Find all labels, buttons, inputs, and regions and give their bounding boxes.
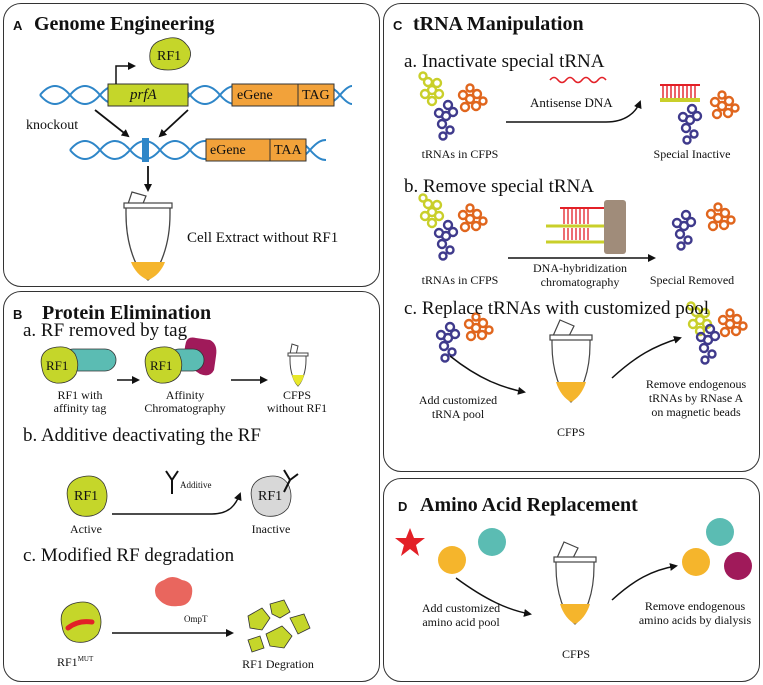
- rf1-tag-label-2: affinity tag: [53, 401, 107, 415]
- cfps-label-d: CFPS: [561, 647, 591, 661]
- aa-circle-yellow-2: [682, 548, 710, 576]
- prfa-label: prfA: [130, 87, 157, 103]
- rf1-degration-label: RF1 Degration: [242, 657, 314, 671]
- trna-group-ca: [418, 71, 488, 141]
- trnas-cfps-label-a: tRNAs in CFPS: [421, 147, 499, 161]
- ompt-label: OmpT: [184, 614, 208, 624]
- rf1-label-inactive: RF1: [258, 489, 283, 504]
- prfa-gene-box: [107, 83, 189, 107]
- rf1-label-active: RF1: [74, 489, 99, 504]
- taa-box: [269, 138, 307, 162]
- knockout-label: knockout: [26, 118, 79, 133]
- b-a-title: a. RF removed by tag: [23, 320, 188, 341]
- egene-label-bottom: eGene: [210, 143, 246, 158]
- antisense-dna-wave: [549, 76, 607, 84]
- tube-c: [549, 319, 593, 403]
- arrow-cc-in: [449, 355, 526, 395]
- arrow-d-in: [455, 577, 532, 617]
- arrow-ca: [506, 100, 642, 123]
- hybrid-label-1: DNA-hybridization: [533, 261, 627, 275]
- taa-label: TAA: [274, 143, 302, 158]
- rf1-fragments: [247, 599, 311, 653]
- inactive-label: Inactive: [251, 522, 291, 536]
- hybrid-label-2: chromatography: [540, 275, 620, 289]
- affinity-complex: [144, 337, 217, 384]
- ompt-enzyme: [155, 577, 193, 607]
- panel-title-b: Protein Elimination: [42, 302, 212, 324]
- add-aa-label-2: amino acid pool: [422, 615, 500, 629]
- aa-circle-teal-2: [706, 518, 734, 546]
- trna-removed-cb: [671, 202, 736, 251]
- rf1-label-a: RF1: [157, 49, 182, 64]
- antisense-label: Antisense DNA: [530, 95, 613, 110]
- c-b-title: b. Remove special tRNA: [404, 176, 594, 197]
- panel-title-a: Genome Engineering: [34, 13, 215, 35]
- arrow-cc-out: [611, 335, 682, 379]
- cfps-label-c: CFPS: [556, 425, 586, 439]
- rf1-label-b1: RF1: [46, 358, 69, 373]
- tube-a: [123, 191, 173, 281]
- panel-letter-b: B: [13, 307, 23, 322]
- b-b-title: b. Additive deactivating the RF: [23, 425, 261, 446]
- egene-label-top: eGene: [237, 88, 273, 103]
- rf1-protein-a: [149, 37, 191, 71]
- remove-trna-label-2: tRNAs by RNase A: [648, 391, 744, 405]
- panel-letter-d: D: [398, 499, 408, 514]
- knockout-scar: [142, 138, 149, 162]
- cfps-label-b2: without RF1: [266, 401, 328, 415]
- rf1-mut: [60, 601, 102, 643]
- affinity-label-1: Affinity: [165, 388, 205, 402]
- additive-label: Additive: [180, 480, 212, 490]
- trnas-cfps-label-b: tRNAs in CFPS: [421, 273, 499, 287]
- panel-title-c: tRNA Manipulation: [413, 13, 584, 35]
- remove-trna-label-1: Remove endogenous: [645, 377, 747, 391]
- hybridization-column-icon: [546, 200, 626, 254]
- aa-circle-teal: [478, 528, 506, 556]
- arrow-egene-down: [158, 109, 189, 138]
- aa-circle-magenta: [724, 552, 752, 580]
- rf1-with-tag: [40, 346, 117, 384]
- remove-trna-label-3: on magnetic beads: [651, 405, 741, 419]
- remove-aa-label-2: amino acids by dialysis: [638, 613, 752, 627]
- rf1-label-b2: RF1: [150, 358, 173, 373]
- add-trna-label-2: tRNA pool: [431, 407, 485, 421]
- rf1-active: [66, 475, 108, 517]
- arrow-b-b: [112, 492, 242, 515]
- arrow-knockout: [94, 109, 130, 138]
- panel-title-d: Amino Acid Replacement: [420, 494, 638, 516]
- affinity-label-2: Chromatography: [144, 401, 226, 415]
- tag-label: TAG: [302, 88, 330, 103]
- add-aa-label-1: Add customized: [421, 601, 501, 615]
- special-removed-label: Special Removed: [649, 273, 735, 287]
- promoter-arrow: [115, 62, 136, 84]
- rf1-inactive: [250, 469, 299, 517]
- cell-extract-label: Cell Extract without RF1: [187, 230, 339, 246]
- rf1-mut-label: RF1MUT: [57, 655, 94, 669]
- aa-circle-yellow: [438, 546, 466, 574]
- add-trna-label-1: Add customized: [418, 393, 498, 407]
- panel-letter-a: A: [13, 18, 23, 33]
- remove-aa-label-1: Remove endogenous: [644, 599, 746, 613]
- c-c-title: c. Replace tRNAs with customized pool: [404, 298, 709, 319]
- star-amino-acid: [395, 528, 425, 556]
- rf1-tag-label-1: RF1 with: [57, 388, 103, 402]
- trna-inactive-ca: [660, 84, 740, 145]
- antibody-additive-icon: [165, 470, 179, 494]
- arrow-d-out: [611, 563, 678, 601]
- panel-genome-engineering: [3, 3, 380, 287]
- cfps-label-b1: CFPS: [282, 388, 312, 402]
- panel-letter-c: C: [393, 18, 403, 33]
- tube-b-small: [287, 343, 309, 387]
- tag-box: [297, 83, 335, 107]
- c-a-title: a. Inactivate special tRNA: [404, 51, 605, 72]
- b-c-title: c. Modified RF degradation: [23, 545, 235, 566]
- trna-group-cb: [418, 193, 488, 261]
- trna-pool-cc: [435, 312, 494, 363]
- active-label: Active: [70, 522, 102, 536]
- special-inactive-label: Special Inactive: [653, 147, 731, 161]
- tube-d: [553, 541, 597, 625]
